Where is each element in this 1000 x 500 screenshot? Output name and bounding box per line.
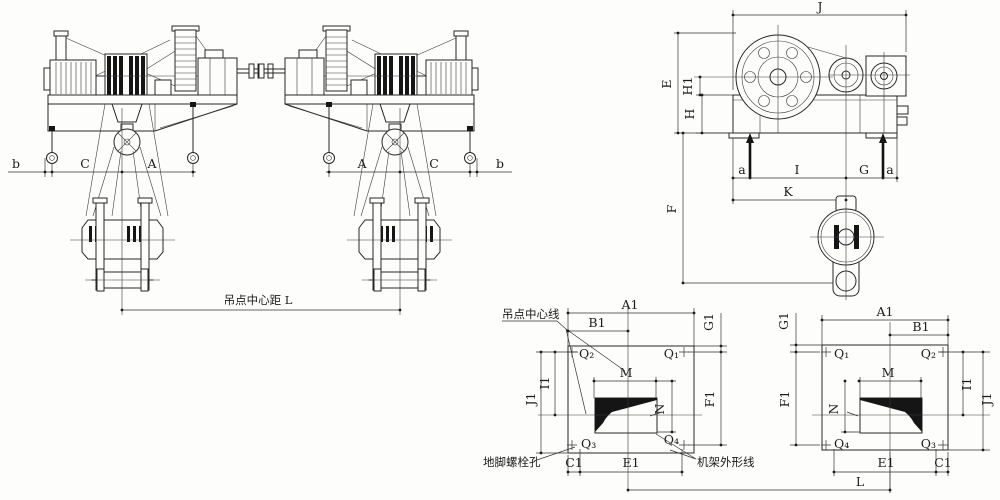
plan-right-dim-c1: C1: [934, 455, 952, 470]
plan-right-dim-f1: F1: [777, 391, 792, 408]
dim-b-right: b: [496, 156, 504, 171]
plan-view-right: A1 B1 Q₁ Q₂ M N G1 F1 I1 J1 Q₄ Q₃ E1 C1: [776, 304, 994, 492]
drum-footprint-left: [595, 398, 657, 432]
dim-a-right: A: [356, 156, 367, 171]
plan-left-dim-j1: J1: [523, 393, 538, 408]
plan-left-dim-i1: I1: [537, 377, 552, 390]
dim-l: L: [856, 474, 864, 489]
plan-left-dim-b1: B1: [588, 315, 605, 330]
dim-e: E: [659, 79, 674, 88]
dim-j: J: [815, 0, 822, 14]
plan-right-dimension-lines: [790, 313, 990, 476]
plan-left-dim-a1: A1: [621, 297, 639, 312]
plan-left-bolt-q1: Q₁: [664, 346, 679, 361]
plan-left-bolt-q3: Q₃: [581, 436, 596, 451]
front-dimension-lines: [8, 158, 512, 177]
hook-side-view: [810, 195, 884, 300]
dim-a-left-foot: a: [738, 162, 746, 177]
plan-right-dim-g1: G1: [776, 312, 791, 330]
plan-view-left: A1 B1 Q₂ Q₁ M N I1 J1 G1 F1 Q₃ Q₄ C1 E1 …: [483, 297, 891, 493]
dim-f: F: [664, 204, 679, 213]
plan-right-bolt-q4: Q₄: [834, 436, 849, 451]
plan-left-dim-n: N: [652, 403, 667, 414]
side-elevation-view: J E H1 H F a I G a K: [659, 0, 910, 300]
anchor-bolt-leader: [533, 446, 576, 462]
note-frame-outline: 机架外形线: [697, 455, 755, 469]
dim-c-left: C: [80, 156, 90, 171]
front-elevation-view: b C A A C b 吊点中心距 L: [8, 25, 512, 316]
plan-right-dim-j1: J1: [979, 393, 994, 408]
plan-left-bolt-q4: Q₄: [664, 432, 679, 447]
plan-left-dim-f1: F1: [702, 391, 717, 408]
plan-right-dim-m: M: [882, 365, 895, 380]
dim-a-right-foot: a: [886, 162, 894, 177]
plan-left-dim-m: M: [620, 365, 633, 380]
dim-k: K: [783, 184, 793, 199]
dim-h: H: [682, 108, 697, 119]
dim-c-right: C: [429, 156, 439, 171]
plan-right-dim-b1: B1: [912, 319, 929, 334]
dim-h1: H1: [680, 77, 695, 96]
dim-a-left: A: [146, 156, 157, 171]
drum-footprint-right: [860, 398, 922, 432]
plan-right-bolt-q3: Q₃: [921, 436, 936, 451]
plan-left-dim-g1: G1: [701, 313, 716, 331]
plan-left-dim-c1: C1: [565, 455, 583, 470]
dim-i: I: [795, 162, 800, 177]
plan-right-dim-a1: A1: [876, 304, 894, 319]
plan-left-bolt-q2: Q₂: [579, 346, 594, 361]
hook-centerline-leader: [502, 320, 626, 415]
plan-right-bolt-q2: Q₂: [921, 346, 936, 361]
note-hook-centerline: 吊点中心线: [502, 307, 560, 321]
dim-g: G: [859, 162, 869, 177]
plan-right-dim-e1: E1: [877, 455, 894, 470]
anchor-bolt-crosses-left: [567, 347, 689, 450]
plan-right-dim-n: N: [826, 403, 841, 414]
hook-center-distance-label: 吊点中心距 L: [224, 293, 293, 307]
anchor-bolt-crosses-right: [821, 347, 948, 450]
plan-right-dim-i1: I1: [959, 378, 974, 391]
plan-right-bolt-q1: Q₁: [834, 346, 849, 361]
note-anchor-bolt: 地脚螺栓孔: [483, 455, 541, 469]
dim-b-left: b: [12, 156, 20, 171]
side-dimension-lines: [674, 10, 907, 284]
frame-outline-leader: [655, 433, 697, 460]
plan-left-dim-e1: E1: [622, 455, 639, 470]
